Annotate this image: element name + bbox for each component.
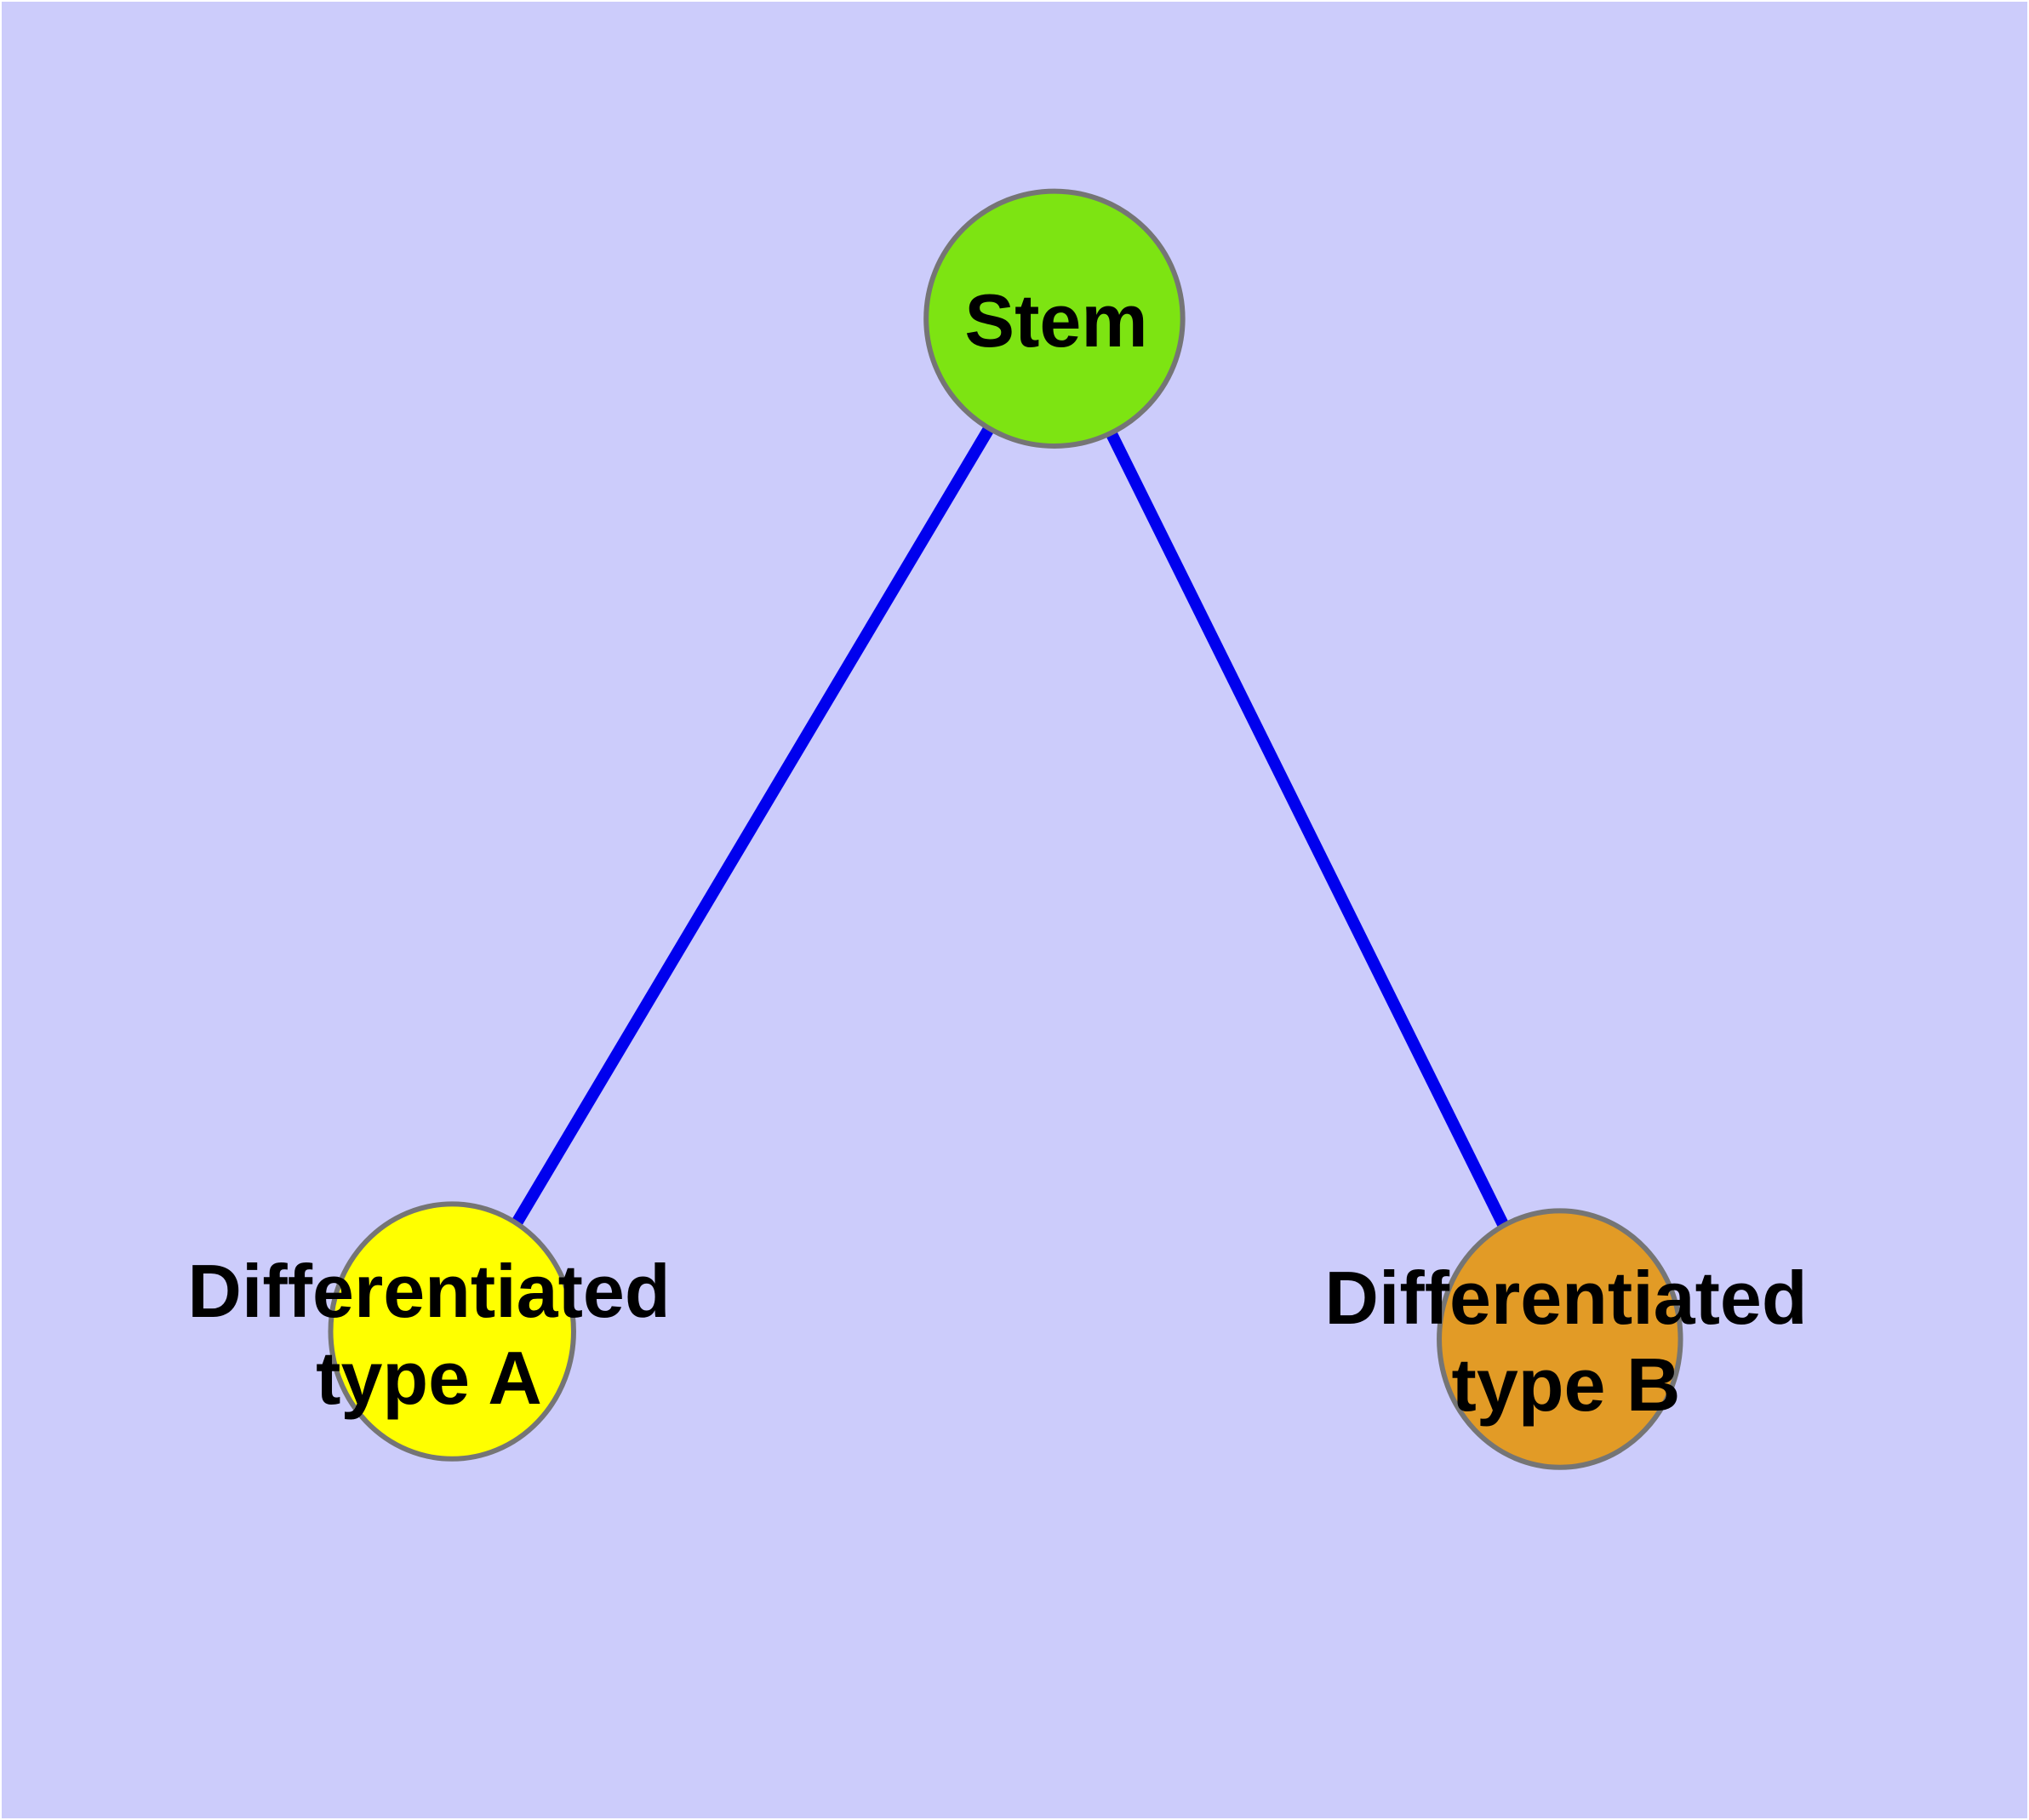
node-stem-circle [923,188,1186,449]
node-type-b-circle [1437,1208,1683,1470]
edge-stem-to-type-b [1049,316,1566,1342]
edge-stem-to-type-a [447,315,1060,1335]
node-type-a-circle [328,1201,576,1462]
